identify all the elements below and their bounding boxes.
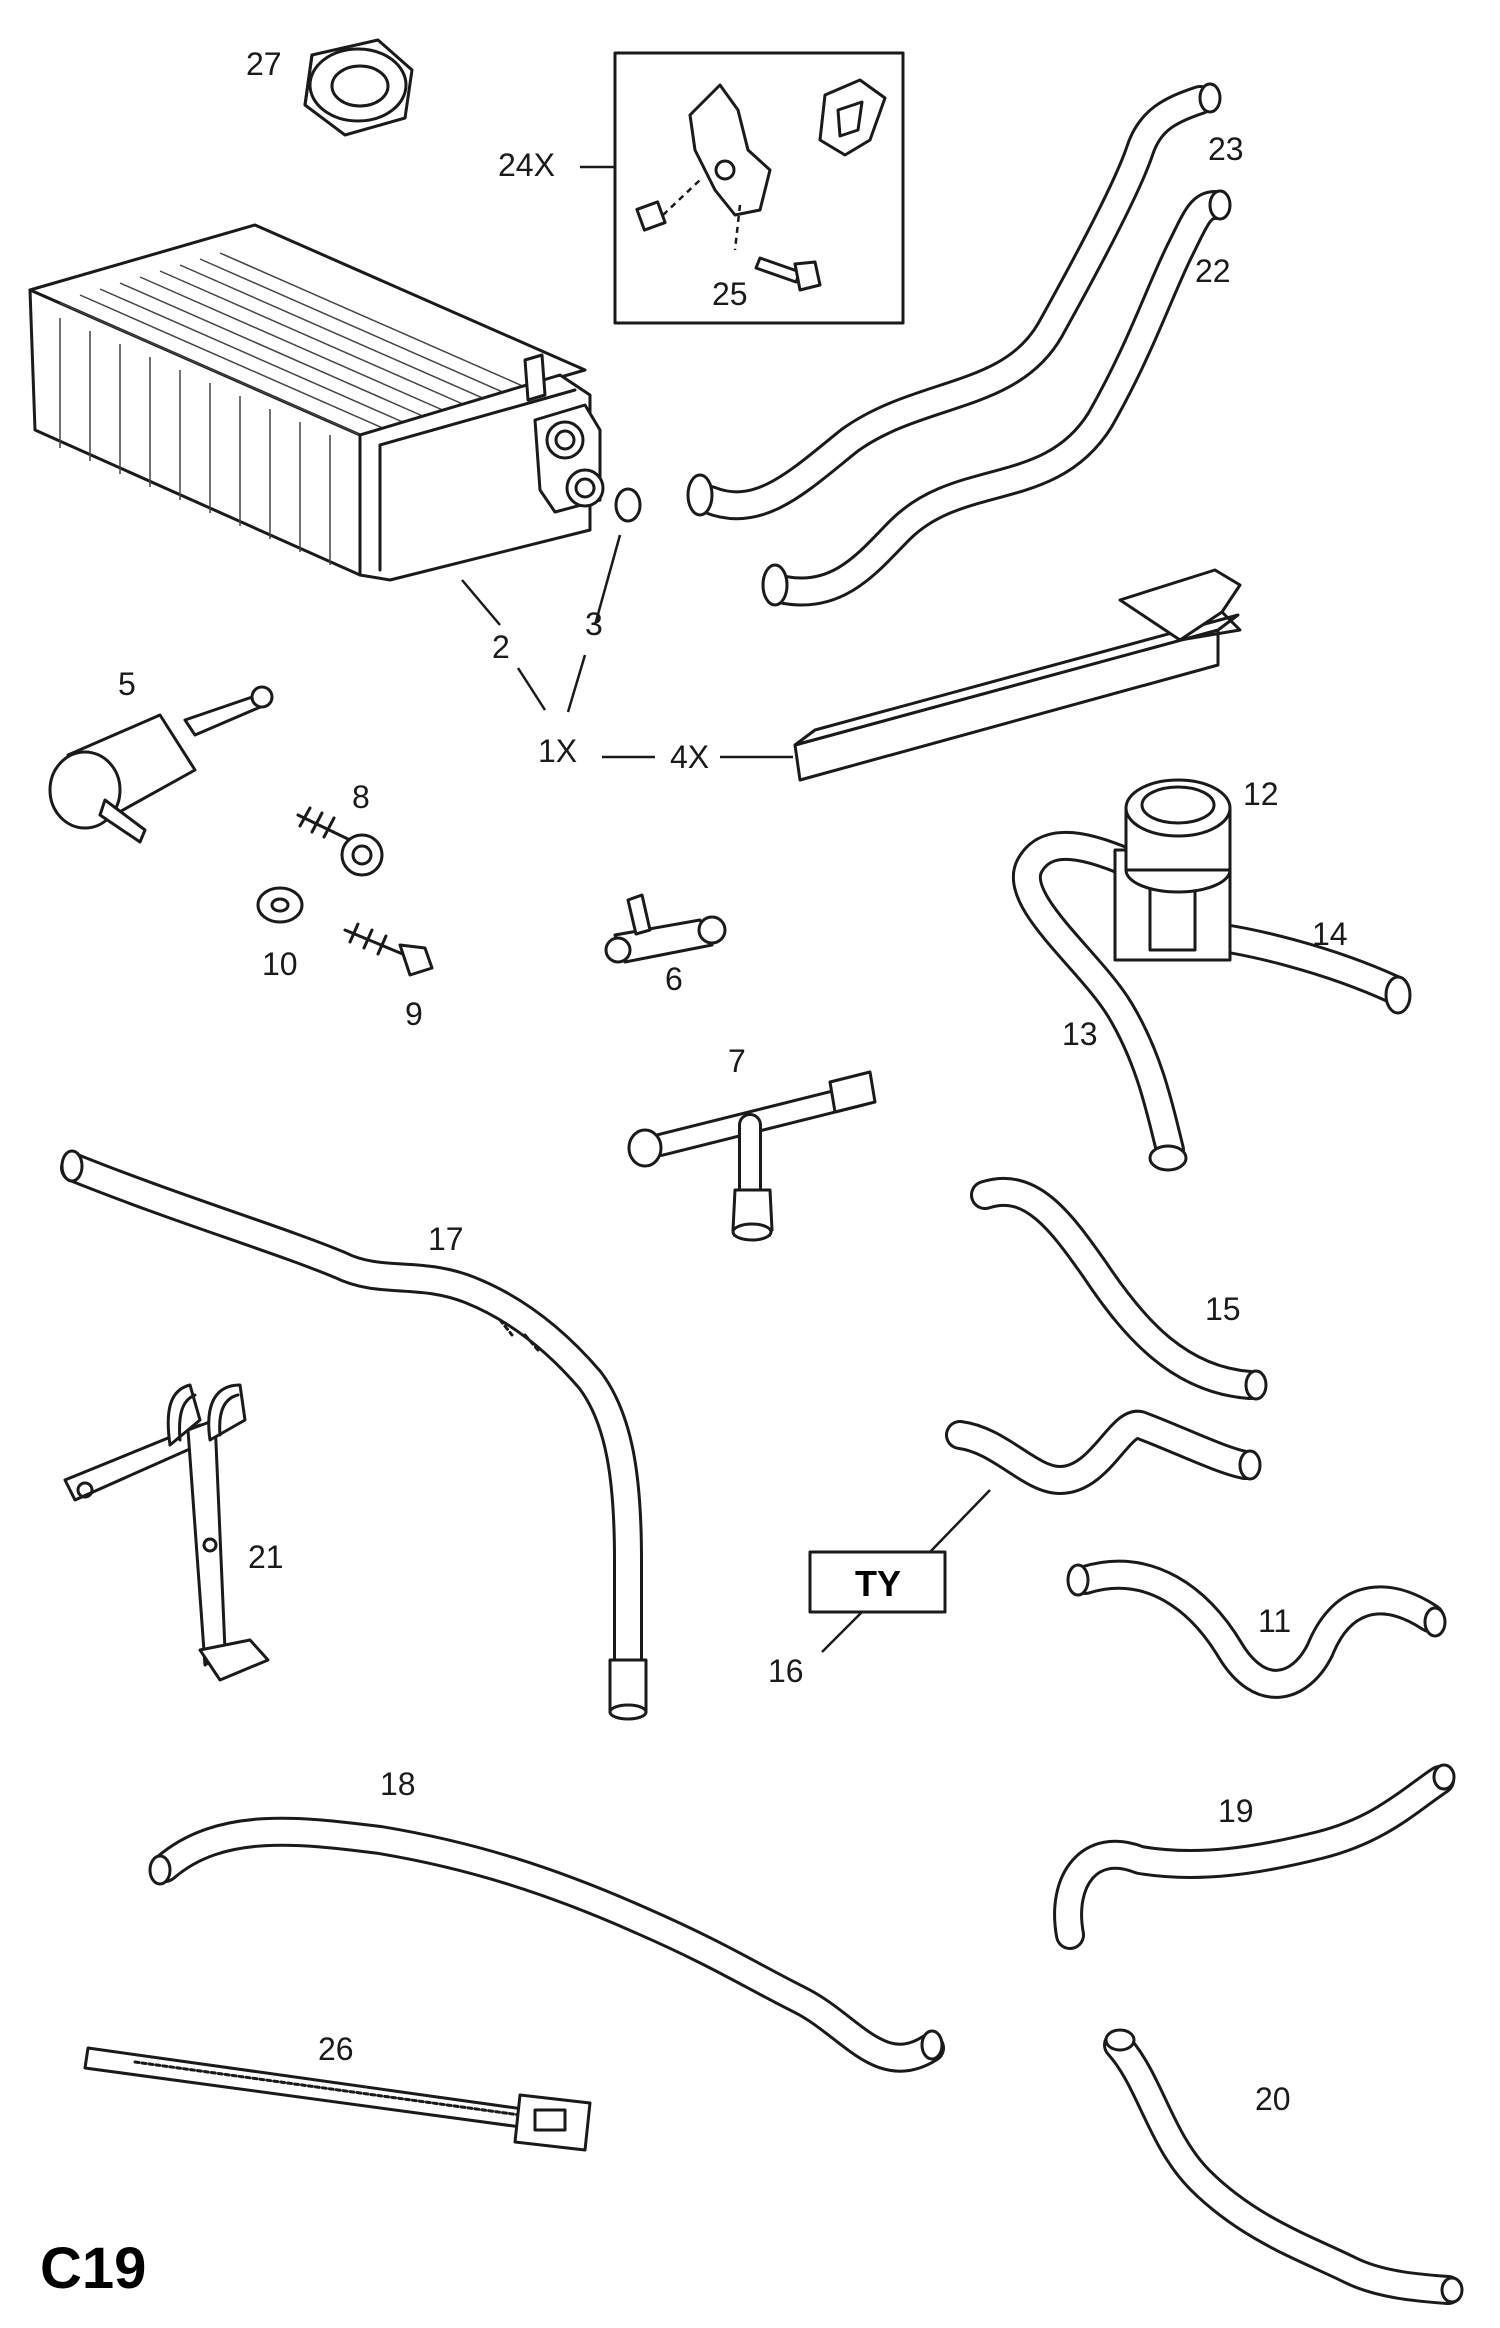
part-13-hose — [1011, 830, 1188, 1172]
callout-20: 20 — [1255, 2081, 1291, 2117]
part-1-heater-core — [28, 223, 605, 582]
part-20-hose — [1103, 2028, 1464, 2305]
part-4-foam-strip — [793, 568, 1242, 782]
part-5-valve — [48, 685, 274, 844]
callout-10: 10 — [262, 946, 298, 982]
callout-18: 18 — [380, 1766, 416, 1802]
callout-16: 16 — [768, 1653, 804, 1689]
callout-5: 5 — [118, 666, 136, 702]
ty-box-label: TY — [855, 1563, 901, 1604]
leader-16 — [821, 1611, 863, 1653]
callout-24: 24X — [498, 147, 555, 183]
leader-2 — [461, 579, 501, 626]
callout-9: 9 — [405, 996, 423, 1032]
part-19-hose — [1053, 1763, 1456, 1950]
callout-4: 4X — [670, 739, 709, 775]
callout-22: 22 — [1195, 253, 1231, 289]
part-18-hose — [148, 1816, 945, 2073]
page-code: C19 — [40, 2236, 146, 2301]
part-17-pipe — [60, 1149, 648, 1721]
callout-11: 11 — [1258, 1603, 1291, 1639]
leader-3b — [566, 654, 587, 713]
part-21-bracket — [63, 1383, 270, 1682]
part-3-o-ring — [614, 487, 642, 523]
part-8-screw — [296, 806, 384, 877]
part-16-hose — [945, 1409, 1262, 1495]
callout-8: 8 — [352, 779, 370, 815]
callout-2: 2 — [492, 629, 510, 665]
part-6-connector — [604, 893, 727, 964]
part-26-cable-tie — [83, 2046, 592, 2152]
callout-19: 19 — [1218, 1793, 1254, 1829]
callout-27: 27 — [246, 46, 282, 82]
part-9-screw — [343, 922, 434, 977]
part-24-bracket-inset — [613, 51, 905, 325]
callout-23: 23 — [1208, 131, 1244, 167]
callout-15: 15 — [1205, 1291, 1241, 1327]
callout-26: 26 — [318, 2031, 354, 2067]
part-22-hose — [761, 189, 1232, 607]
part-10-washer — [256, 886, 304, 924]
leader-16-box — [929, 1489, 991, 1553]
ty-box — [808, 1550, 947, 1614]
leader-2b — [516, 667, 547, 711]
part-15-hose — [970, 1176, 1268, 1401]
part-7-t-connector — [627, 1070, 877, 1242]
leader-3 — [593, 534, 622, 626]
callout-17: 17 — [428, 1221, 464, 1257]
callout-13: 13 — [1062, 1016, 1098, 1052]
callout-21: 21 — [248, 1539, 284, 1575]
part-12-valve — [1113, 778, 1232, 962]
callout-3: 3 — [585, 606, 603, 642]
callout-7: 7 — [728, 1043, 746, 1079]
part-23-hose — [686, 82, 1222, 521]
callout-1: 1X — [538, 733, 577, 769]
part-27-nut — [303, 38, 414, 137]
callout-25: 25 — [712, 276, 748, 312]
callout-6: 6 — [665, 961, 683, 997]
part-11-hose — [1066, 1559, 1447, 1699]
callout-14: 14 — [1312, 916, 1348, 952]
callout-12: 12 — [1243, 776, 1279, 812]
